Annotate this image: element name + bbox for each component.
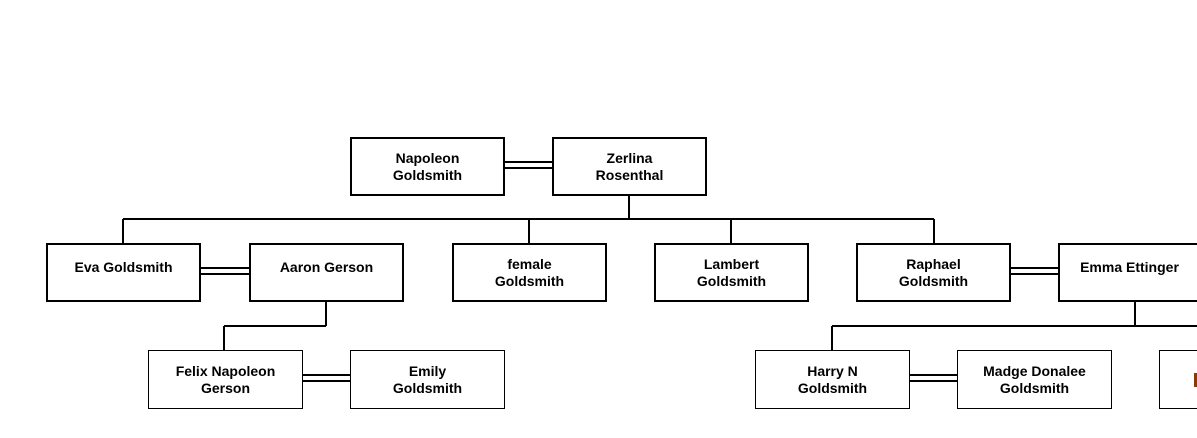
person-name: female Goldsmith — [494, 255, 565, 289]
person-name: Aaron Gerson — [279, 259, 374, 275]
person-box-raphael-goldsmith: Raphael Goldsmith — [856, 243, 1011, 302]
person-box-emma-ettinger: Emma Ettinger — [1058, 243, 1197, 302]
person-name: Napoleon Goldsmith — [392, 149, 463, 183]
person-box-partial-offscreen — [1159, 350, 1197, 409]
person-box-madge-donalee-goldsmith: Madge Donalee Goldsmith — [957, 350, 1112, 409]
person-box-napoleon-goldsmith: Napoleon Goldsmith — [350, 137, 505, 196]
person-box-harry-n-goldsmith: Harry N Goldsmith — [755, 350, 910, 409]
person-box-felix-napoleon-gerson: Felix Napoleon Gerson — [148, 350, 303, 409]
person-name: Harry N Goldsmith — [797, 362, 868, 396]
person-box-eva-goldsmith: Eva Goldsmith — [46, 243, 201, 302]
person-box-zerlina-rosenthal: Zerlina Rosenthal — [552, 137, 707, 196]
person-box-emily-goldsmith: Emily Goldsmith — [350, 350, 505, 409]
person-box-aaron-gerson: Aaron Gerson — [249, 243, 404, 302]
person-name: Emily Goldsmith — [392, 362, 463, 396]
person-box-female-goldsmith: female Goldsmith — [452, 243, 607, 302]
person-box-lambert-goldsmith: Lambert Goldsmith — [654, 243, 809, 302]
person-name: Emma Ettinger — [1080, 259, 1179, 275]
person-name: Raphael Goldsmith — [898, 255, 969, 289]
person-name: Madge Donalee Goldsmith — [983, 362, 1086, 396]
person-name: Felix Napoleon Gerson — [175, 362, 276, 396]
partial-name-fragment — [1194, 372, 1197, 387]
person-name: Zerlina Rosenthal — [595, 149, 664, 183]
person-name: Lambert Goldsmith — [696, 255, 767, 289]
person-name: Eva Goldsmith — [74, 259, 173, 275]
